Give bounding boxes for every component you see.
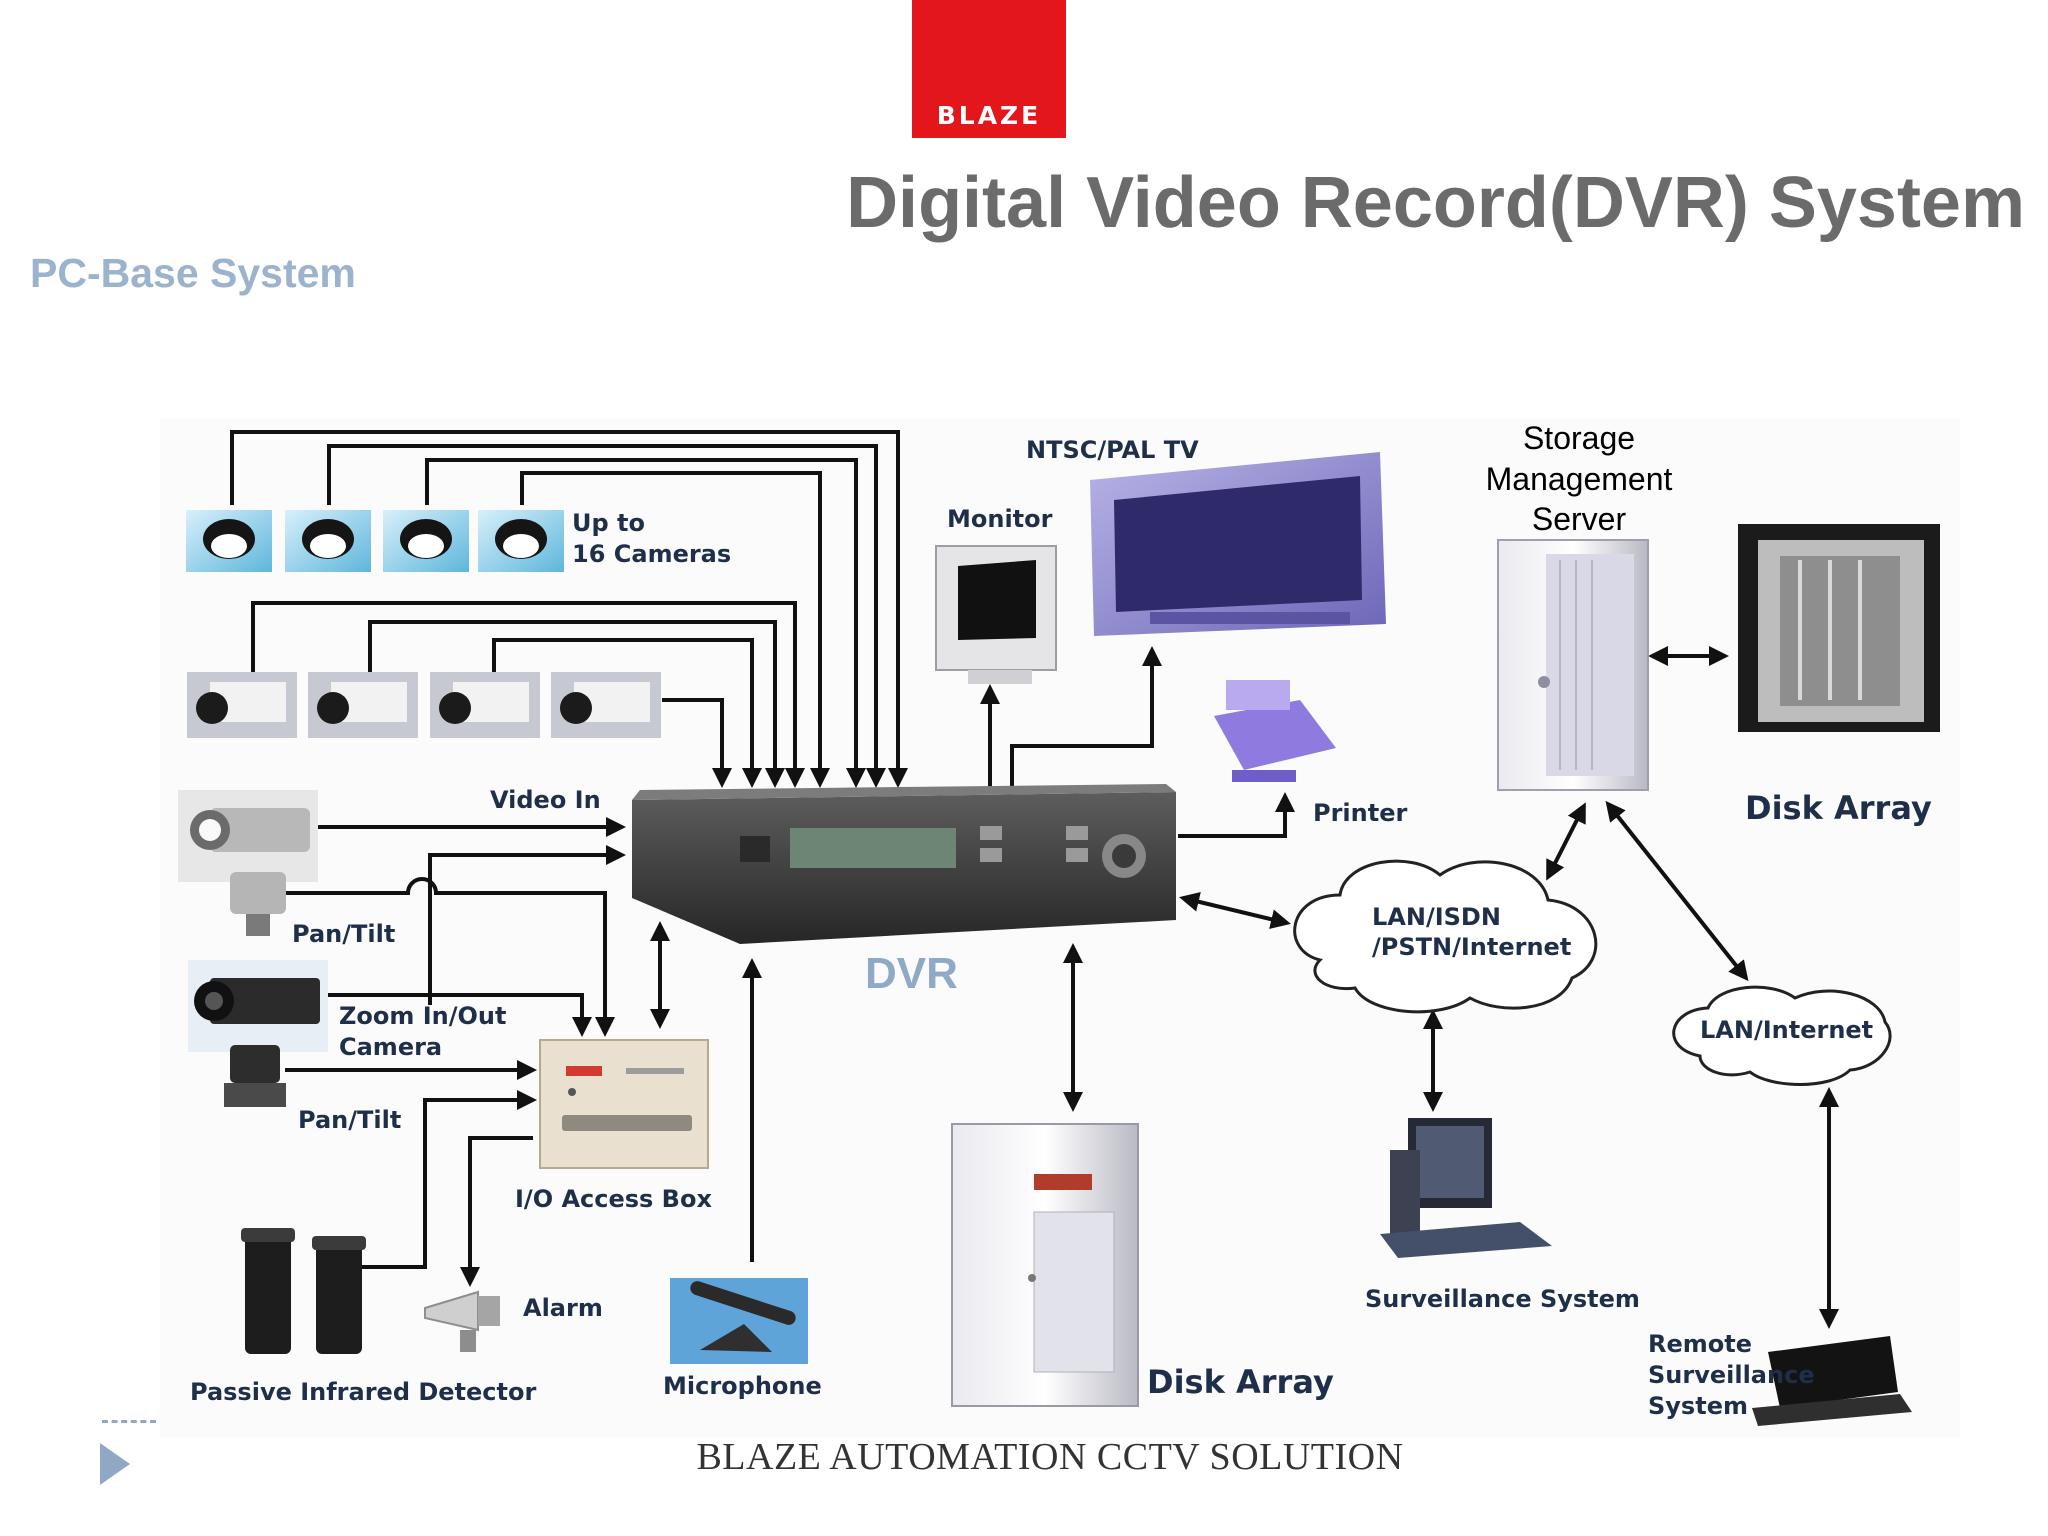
label-passive-infrared: Passive Infrared Detector [190, 1378, 536, 1406]
connector-dvr-printer [1178, 792, 1295, 838]
connector-zoom-io [328, 993, 592, 1037]
label-remote-line1: Remote [1648, 1330, 1752, 1358]
pan-tilt-icon [230, 872, 286, 936]
label-lan-internet: LAN/Internet [1700, 1016, 1873, 1044]
label-ntsc-pal-tv: NTSC/PAL TV [1026, 436, 1199, 464]
label-video-in: Video In [490, 786, 601, 814]
dome-camera-icon [383, 510, 469, 572]
diagram-labels: Up to 16 Cameras Video In Pan/Tilt Zoom … [190, 420, 1932, 1420]
label-cameras-line2: 16 Cameras [572, 540, 731, 568]
label-surveillance-system: Surveillance System [1365, 1285, 1640, 1313]
connector-dome-4 [520, 471, 830, 788]
connector-dome-1 [230, 430, 908, 788]
infrared-detector-icon [241, 1228, 366, 1354]
disk-array-icon [951, 1123, 1139, 1407]
connector-lan-server [1546, 802, 1586, 881]
flat-tv-icon [1090, 452, 1386, 636]
connector-dvr-tv [1010, 646, 1162, 788]
label-remote-line3: System [1648, 1392, 1748, 1420]
network-cloud-icon [1672, 985, 1892, 1086]
label-pan-tilt-1: Pan/Tilt [292, 920, 395, 948]
crt-monitor-icon [935, 545, 1057, 684]
connector-dome-2 [327, 444, 886, 788]
slide-title: Digital Video Record(DVR) System [846, 163, 2025, 243]
label-io-access-box: I/O Access Box [515, 1185, 712, 1213]
label-pan-tilt-2: Pan/Tilt [298, 1106, 401, 1134]
box-camera-icon [430, 672, 540, 738]
label-remote-line2: Surveillance [1648, 1361, 1815, 1389]
connector-box-4 [662, 698, 732, 788]
label-storage-line2: Management [1486, 461, 1673, 497]
footer-text: BLAZE AUTOMATION CCTV SOLUTION [696, 1436, 1404, 1478]
connector-box-1 [251, 601, 805, 788]
label-disk-array-right: Disk Array [1745, 789, 1932, 827]
connector-dome-3 [425, 458, 866, 788]
connector-box-3 [492, 638, 762, 788]
dome-camera-icon [285, 510, 371, 572]
laptop-icon [1752, 1336, 1912, 1426]
connector-pir-io [355, 1090, 537, 1269]
dome-camera-icon [186, 510, 272, 572]
box-camera-icon [308, 672, 418, 738]
label-zoom-line1: Zoom In/Out [339, 1002, 506, 1030]
dome-camera-icon [478, 510, 564, 572]
label-cameras-line1: Up to [572, 509, 645, 537]
connector-dvr-lan [1179, 892, 1291, 929]
label-zoom-line2: Camera [339, 1033, 442, 1061]
brand-logo-text: BLAZE [936, 101, 1042, 130]
slide-subtitle: PC-Base System [30, 250, 356, 296]
alarm-siren-icon [424, 1290, 500, 1352]
printer-icon [1214, 680, 1336, 782]
tower-server-icon [1497, 539, 1649, 791]
connector-video-in-2 [428, 845, 626, 1005]
label-storage-line3: Server [1532, 501, 1627, 537]
connector-box-2 [368, 620, 785, 788]
connector-lines [230, 430, 1839, 1329]
desktop-computer-icon [1380, 1118, 1552, 1258]
label-disk-array-bottom: Disk Array [1147, 1363, 1334, 1401]
connector-pantilt-1 [275, 877, 615, 1037]
footer-arrow-icon [100, 1443, 130, 1485]
zoom-camera-icon [188, 960, 328, 1052]
box-camera-icon [187, 672, 297, 738]
label-printer: Printer [1313, 799, 1407, 827]
footer-dash-divider [102, 1420, 156, 1423]
pan-tilt-icon [224, 1045, 286, 1107]
box-camera-icon [551, 672, 661, 738]
label-alarm: Alarm [523, 1294, 603, 1322]
label-lan-isdn-line2: /PSTN/Internet [1372, 933, 1571, 961]
microphone-icon [670, 1278, 808, 1364]
brand-logo: BLAZE [912, 0, 1066, 138]
label-dvr: DVR [865, 949, 958, 998]
label-microphone: Microphone [663, 1372, 822, 1400]
connector-io-alarm [460, 1136, 533, 1287]
network-cloud-icon [1293, 859, 1598, 1014]
label-lan-isdn-line1: LAN/ISDN [1372, 903, 1501, 931]
dvr-recorder-icon [632, 784, 1176, 944]
disk-array-icon [1738, 524, 1940, 732]
video-camera-icon [178, 790, 318, 882]
io-access-box-icon [539, 1039, 709, 1169]
label-storage-line1: Storage [1523, 420, 1635, 456]
connector-server-internet [1605, 800, 1749, 982]
label-monitor: Monitor [947, 505, 1053, 533]
